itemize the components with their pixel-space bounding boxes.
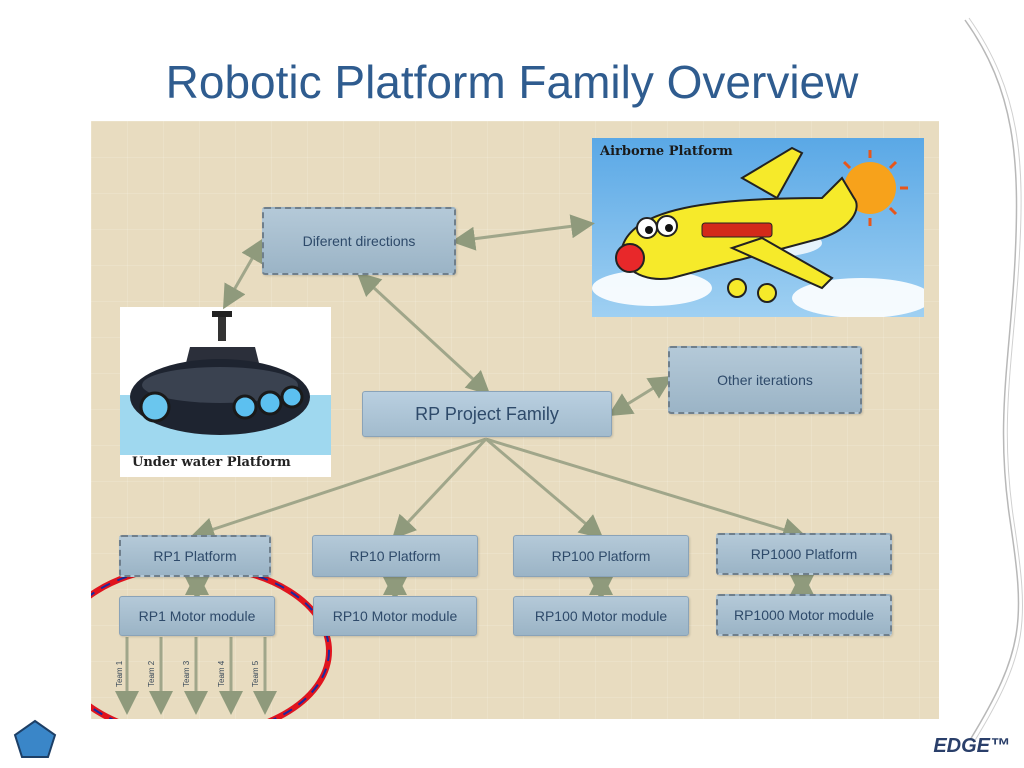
decorative-wave — [964, 17, 1023, 743]
arrow-family-rp1000 — [485, 437, 807, 542]
arrow-directions-airborne — [451, 214, 595, 251]
airborne-platform-label: Airborne Platform — [600, 144, 733, 159]
rp100-platform-node: RP100 Platform — [513, 535, 689, 577]
other-iterations-node: Other iterations — [668, 346, 862, 414]
diagram-canvas: Airborne Platform Under water Platform — [91, 121, 939, 719]
arrow-family-rp1 — [190, 437, 487, 541]
rp10-platform-node: RP10 Platform — [312, 535, 478, 577]
rp1000-platform-node: RP1000 Platform — [716, 533, 892, 575]
rp1-platform-node: RP1 Platform — [119, 535, 271, 577]
team-4-label: Team 4 — [217, 660, 226, 687]
airplane-illustration — [592, 146, 924, 317]
underwater-platform-label: Under water Platform — [132, 455, 291, 470]
connector-layer — [91, 214, 814, 719]
arrow-directions-underwater — [223, 237, 264, 310]
arrow-family-rp100 — [485, 437, 604, 539]
underwater-platform-image: Under water Platform — [120, 307, 331, 477]
slide-title: Robotic Platform Family Overview — [165, 56, 859, 108]
team-3-label: Team 3 — [182, 660, 191, 687]
arrow-family-rp10 — [391, 437, 488, 540]
rp1-motor-module-node: RP1 Motor module — [119, 596, 275, 636]
pentagon-nav-icon[interactable] — [12, 718, 58, 760]
edge-brand-logo: EDGE™ — [933, 735, 1010, 757]
rp100-motor-module-node: RP100 Motor module — [513, 596, 689, 636]
arrow-family-iterations — [607, 375, 674, 417]
team-2-label: Team 2 — [147, 660, 156, 687]
submarine-illustration — [120, 311, 331, 455]
team-1-label: Team 1 — [115, 660, 124, 687]
team-5-label: Team 5 — [251, 660, 260, 687]
arrow-directions-family — [356, 271, 491, 396]
airborne-platform-image: Airborne Platform — [592, 138, 924, 317]
rp1000-motor-module-node: RP1000 Motor module — [716, 594, 892, 636]
directions-node: Diferent directions — [262, 207, 456, 275]
project-family-node: RP Project Family — [362, 391, 612, 437]
rp10-motor-module-node: RP10 Motor module — [313, 596, 477, 636]
